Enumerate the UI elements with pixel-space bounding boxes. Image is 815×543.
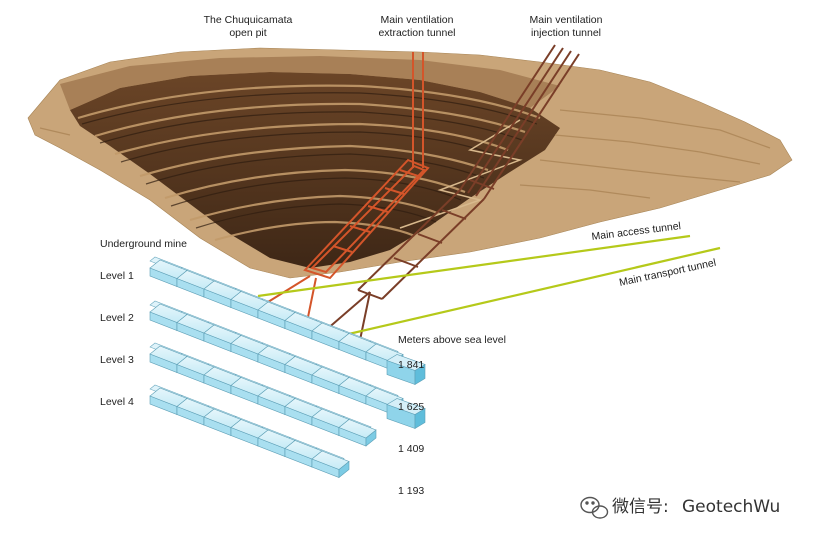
elevation-value: 1 193 (398, 485, 424, 497)
level-label: Level 2 (100, 312, 134, 324)
elevation-values: 1 841 1 625 1 409 1 193 (398, 359, 424, 497)
injection-label-line2: injection tunnel (531, 27, 601, 39)
injection-tunnel (325, 44, 580, 341)
level-labels: Level 1 Level 2 Level 3 Level 4 (100, 270, 134, 408)
pit-interior (70, 72, 560, 268)
pit-rim (60, 56, 560, 110)
elevation-value: 1 841 (398, 359, 424, 371)
mine-level-3 (149, 342, 377, 447)
mine-level-4 (149, 384, 350, 479)
extraction-label-line1: Main ventilation (381, 14, 454, 26)
mine-block-end-top (386, 398, 426, 415)
extraction-tunnel (267, 52, 430, 323)
level-label: Level 3 (100, 354, 134, 366)
pit-benches (77, 84, 541, 242)
mine-block-top (338, 419, 377, 439)
watermark-account: GeotechWu (682, 497, 780, 517)
open-pit-label-line1: The Chuquicamata (204, 14, 293, 26)
mine-block-top (311, 450, 350, 470)
level-label: Level 4 (100, 396, 134, 408)
mine-block-end-top (386, 354, 426, 371)
outer-terraces (39, 109, 771, 199)
access-tunnel-line (257, 234, 691, 298)
watermark-platform: 微信号: (612, 497, 669, 517)
transport-tunnel-label: Main transport tunnel (618, 257, 717, 289)
elevation-value: 1 625 (398, 401, 424, 413)
mine-level-2 (149, 300, 426, 430)
elevation-title: Meters above sea level (398, 334, 506, 346)
level-label: Level 1 (100, 270, 134, 282)
pit-bench-shadows (81, 92, 538, 229)
access-transport-tunnels (257, 234, 721, 338)
top-labels: The Chuquicamata open pit Main ventilati… (204, 14, 603, 39)
transport-tunnel-line (339, 246, 721, 338)
open-pit-terrain (27, 47, 793, 279)
underground-mine-levels (149, 256, 426, 479)
wechat-icon (580, 496, 609, 519)
open-pit-label-line2: open pit (229, 27, 266, 39)
extraction-label-line2: extraction tunnel (378, 27, 455, 39)
elevation-value: 1 409 (398, 443, 424, 455)
injection-label-line1: Main ventilation (530, 14, 603, 26)
underground-mine-label: Underground mine (100, 238, 187, 250)
watermark: 微信号: GeotechWu (580, 496, 780, 519)
mine-level-1 (149, 256, 426, 386)
